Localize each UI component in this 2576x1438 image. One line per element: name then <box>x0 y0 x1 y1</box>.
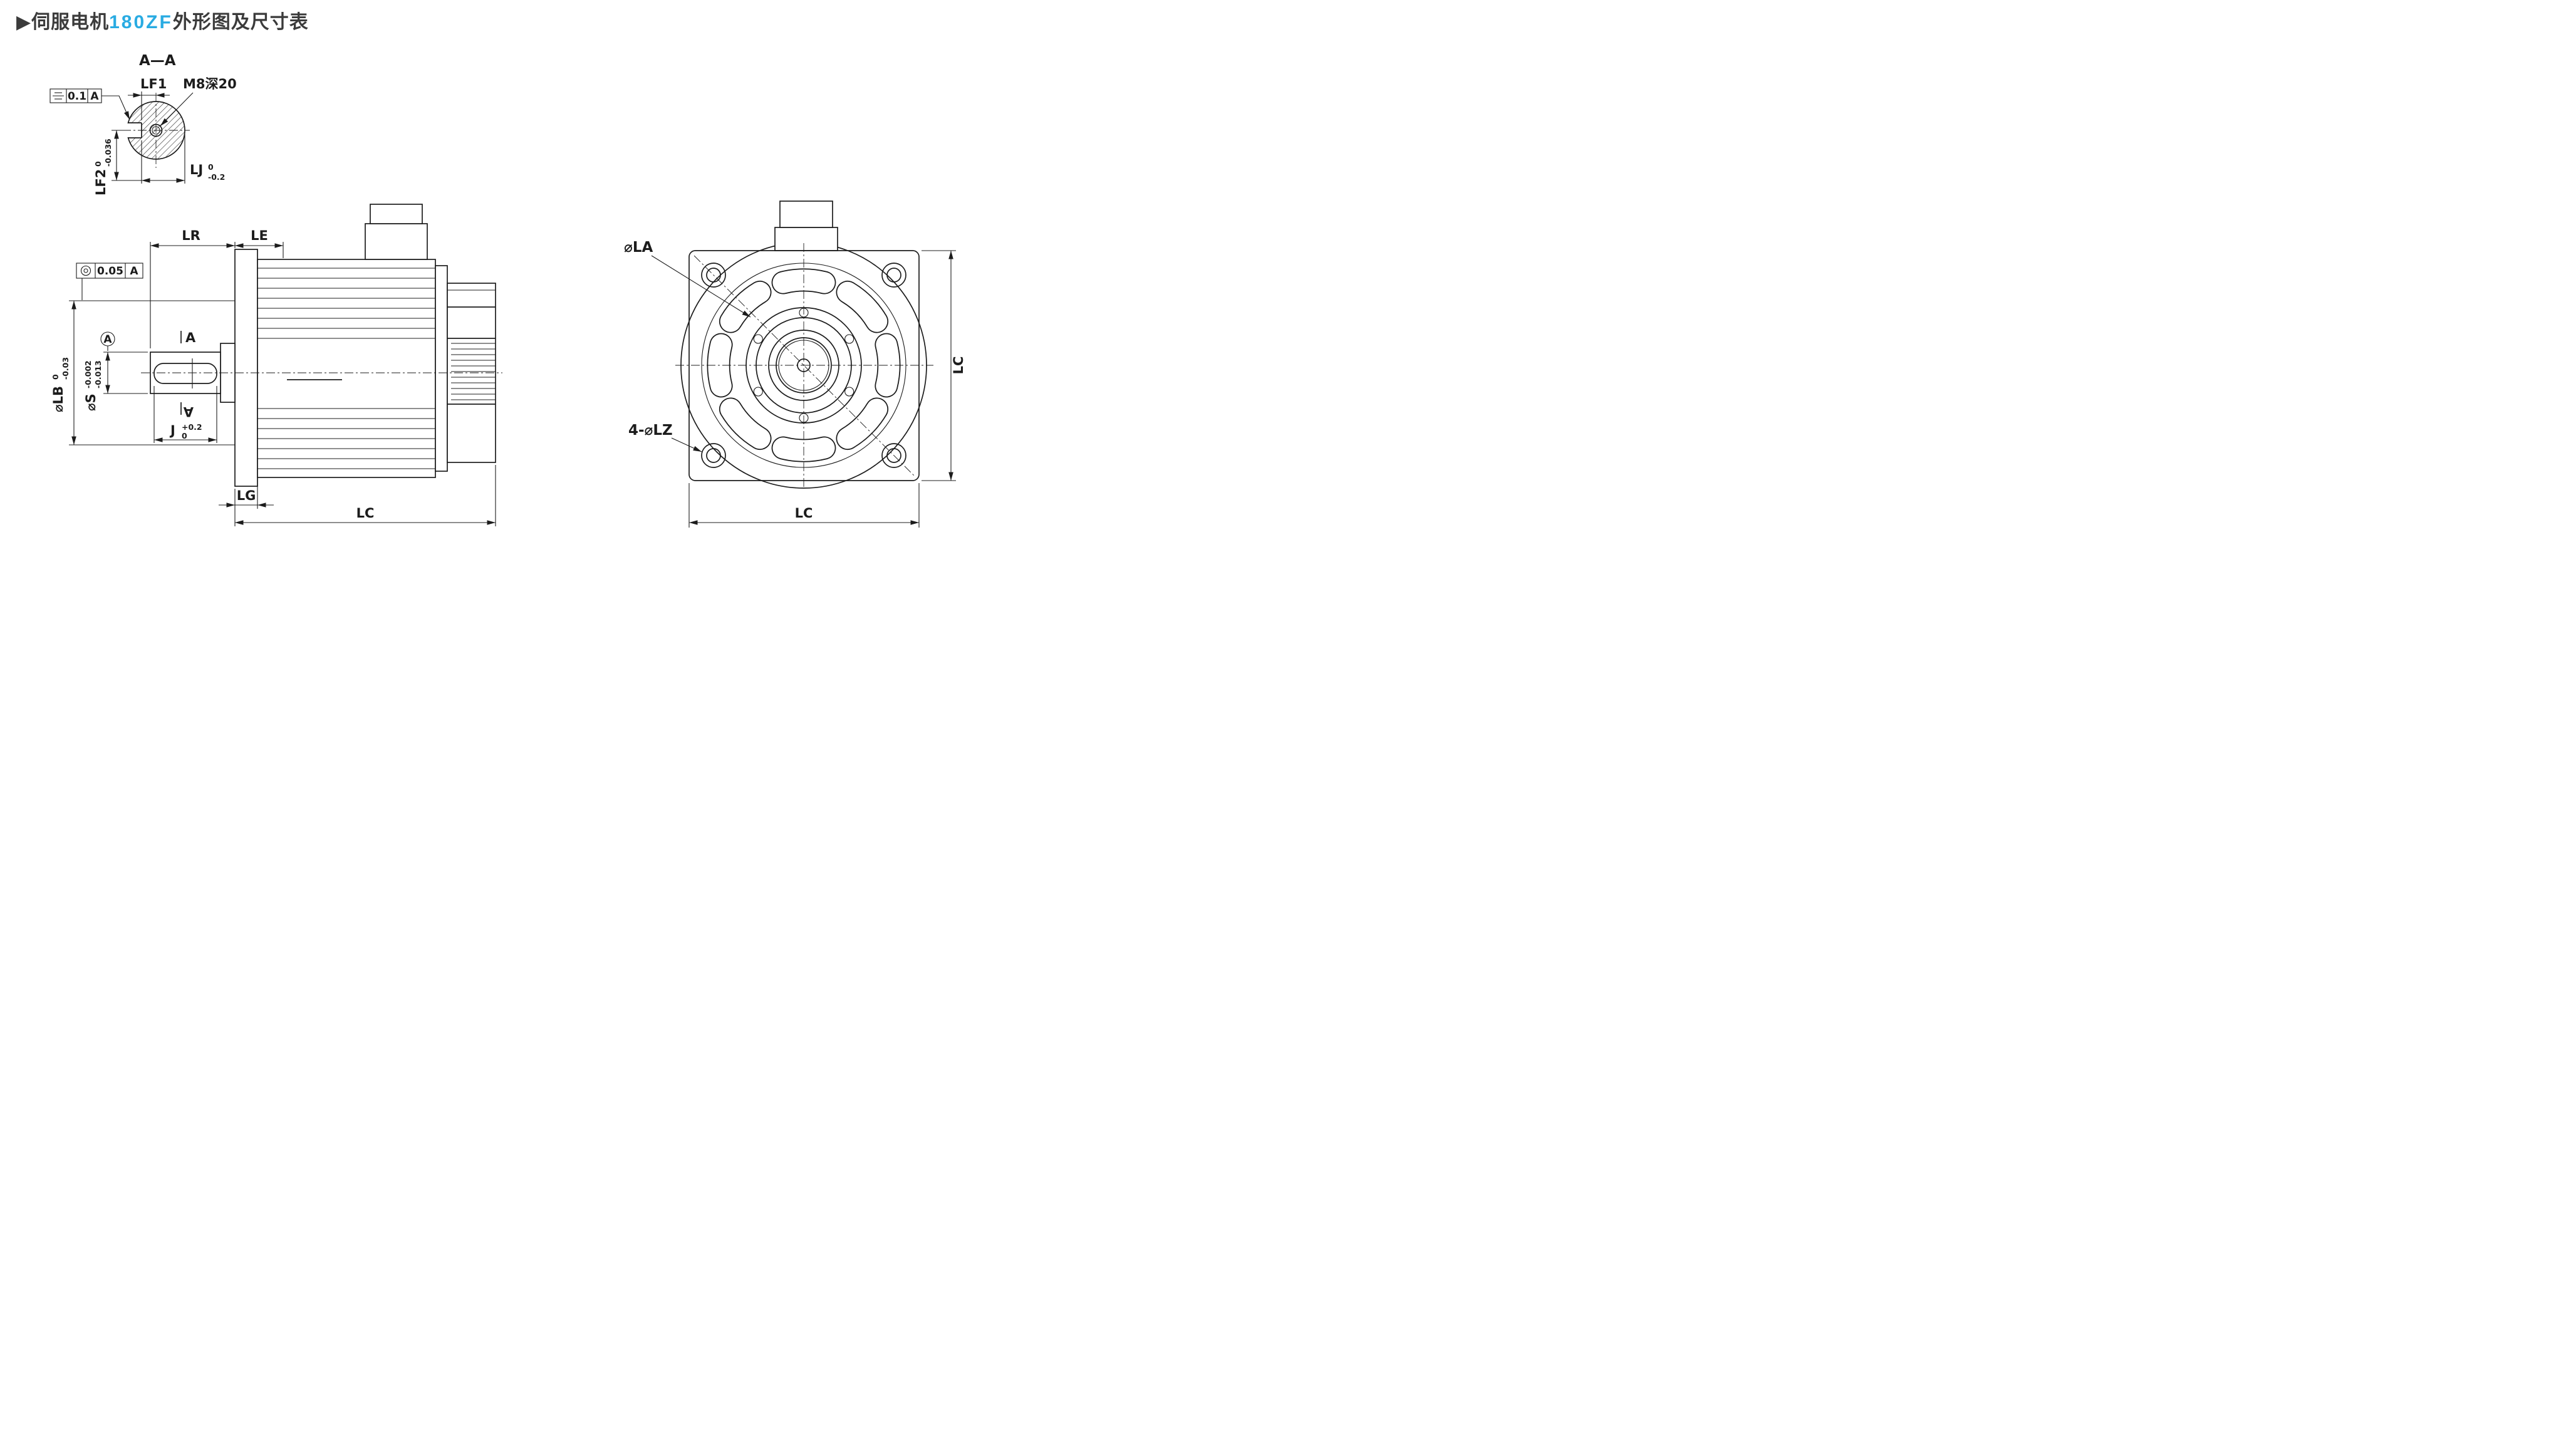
top-connector <box>370 204 423 224</box>
page-title: ▶伺服电机180ZF外形图及尺寸表 <box>16 6 309 34</box>
dim-lg-label: LG <box>237 488 256 503</box>
top-connector-base <box>365 223 428 260</box>
dim-lc-right-label: LC <box>951 357 966 375</box>
drawing-canvas: A—A 0.1 A <box>49 53 966 528</box>
concentricity-symbol-icon <box>80 265 91 276</box>
datum-a-symbol: A <box>100 331 115 351</box>
dim-lc-side: LC <box>234 465 496 526</box>
front-connector-base <box>774 227 838 251</box>
dim-lj-sub: -0.2 <box>208 172 225 182</box>
datum-a-label: A <box>103 333 112 346</box>
side-view: A A LR LE <box>51 204 502 526</box>
dim-lf2-sup: 0 <box>93 161 103 167</box>
title-model: 180ZF <box>109 12 173 33</box>
rear-ribs <box>451 343 496 400</box>
callout-la: ⌀LA <box>624 239 751 318</box>
section-view-a-a: A—A 0.1 A <box>49 53 237 195</box>
symmetry-tolerance-frame: 0.1 A <box>49 88 130 120</box>
cooling-fins <box>257 268 435 469</box>
dim-lz-label: 4-⌀LZ <box>628 422 673 439</box>
dim-le-label: LE <box>251 228 268 243</box>
dim-lj-sup: 0 <box>208 162 214 172</box>
section-mark-top: A <box>180 330 196 345</box>
dim-j-label: J <box>169 423 175 438</box>
callout-lz: 4-⌀LZ <box>628 422 702 452</box>
dim-lf1-label: LF1 <box>140 76 167 91</box>
end-bell <box>435 265 448 472</box>
dim-j-sup: +0.2 <box>182 422 202 432</box>
motor-body <box>257 259 436 478</box>
dim-lg: LG <box>219 480 274 509</box>
dim-la-label: ⌀LA <box>624 239 653 256</box>
concentricity-tolerance-value: 0.05 <box>97 265 123 278</box>
dim-lc-bottom-label: LC <box>795 506 813 521</box>
title-marker-icon: ▶ <box>16 12 32 33</box>
dim-lf2-label: LF2 <box>93 169 108 195</box>
symmetry-tolerance-value: 0.1 <box>68 90 86 103</box>
section-mark-bottom: A <box>180 402 194 419</box>
flange-square <box>688 250 920 481</box>
front-view: ⌀LA 4-⌀LZ LC LC <box>624 201 966 528</box>
dim-lf2: LF2 0 -0.036 <box>93 130 142 195</box>
dim-lc-bottom: LC <box>688 483 920 528</box>
mounting-holes <box>701 263 906 468</box>
drawing-page: ▶伺服电机180ZF外形图及尺寸表 A—A <box>0 0 966 539</box>
dim-lr: LR <box>150 228 236 348</box>
dim-lj: LJ 0 -0.2 <box>141 134 225 184</box>
dim-s-label: ⌀S <box>83 393 98 411</box>
dim-s-sup: -0.002 <box>83 360 93 388</box>
flange-plate <box>234 249 258 487</box>
dim-lr-label: LR <box>182 228 200 243</box>
dim-lj-label: LJ <box>190 162 203 177</box>
dim-lc-right: LC <box>922 250 966 481</box>
dim-lb: ⌀LB 0 -0.03 <box>51 300 235 445</box>
title-prefix: 伺服电机 <box>31 12 110 33</box>
title-suffix: 外形图及尺寸表 <box>172 12 309 33</box>
concentricity-tolerance-frame: 0.05 A <box>76 263 143 300</box>
dim-s: A ⌀S -0.002 -0.013 <box>83 331 148 411</box>
symmetry-symbol-icon <box>53 92 64 100</box>
dim-lb-sub: -0.03 <box>61 357 70 380</box>
dim-le: LE <box>235 228 284 258</box>
dim-lf2-sub: -0.036 <box>103 138 113 167</box>
dim-lb-label: ⌀LB <box>51 386 66 412</box>
dim-j-sub: 0 <box>182 431 187 440</box>
dim-j: J +0.2 0 <box>153 386 217 443</box>
dim-lc-side-label: LC <box>356 506 375 521</box>
callout-m8: M8深20 <box>160 76 237 127</box>
m8-label: M8深20 <box>183 76 237 91</box>
symmetry-tolerance-datum: A <box>90 90 99 103</box>
front-centerline-diagonal <box>693 255 915 476</box>
section-view-label: A—A <box>139 53 176 69</box>
front-connector <box>779 201 833 228</box>
concentricity-tolerance-datum: A <box>130 265 138 278</box>
dim-s-sub: -0.013 <box>93 360 103 388</box>
shaft-key <box>153 363 217 384</box>
section-mark-top-label: A <box>185 330 196 345</box>
section-mark-bottom-label: A <box>183 404 194 419</box>
dim-lb-sup: 0 <box>51 374 60 380</box>
dim-lf1: LF1 <box>128 76 170 120</box>
